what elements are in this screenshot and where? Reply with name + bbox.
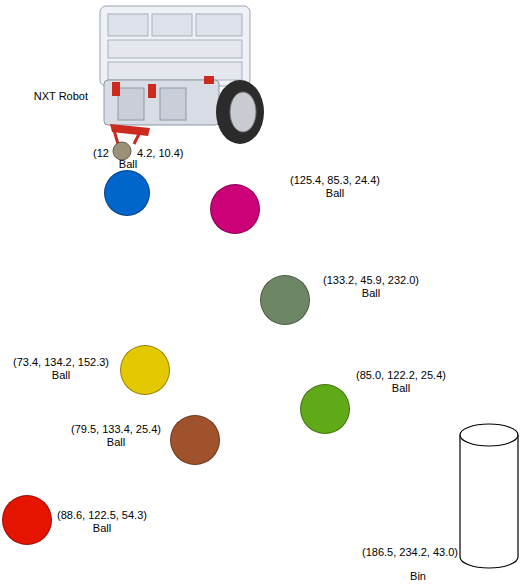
object-name: Ball (326, 187, 344, 200)
coordinate-label: (186.5, 234.2, 43.0) (362, 546, 458, 559)
ball-circle: (79.5, 133.4, 25.4)Ball (170, 415, 220, 465)
ball-circle: (133.2, 45.9, 232.0)Ball (260, 275, 310, 325)
coordinate-label: (85.0, 122.2, 25.4) (356, 369, 446, 382)
coordinate-label: (125.4, 85.3, 24.4) (290, 174, 380, 187)
nxt-robot (100, 6, 264, 160)
coordinate-label: (79.5, 133.4, 25.4) (71, 423, 161, 436)
ball-circle: (85.0, 122.2, 25.4)Ball (300, 384, 350, 434)
object-name: Bin (410, 570, 426, 583)
ball-circle: (125.4, 85.3, 24.4)Ball (210, 184, 260, 234)
object-name: Ball (362, 287, 380, 300)
coordinate-label: (133.2, 45.9, 232.0) (323, 274, 419, 287)
ball-circle: (73.4, 134.2, 152.3)Ball (120, 345, 170, 395)
coordinate-label: (73.4, 134.2, 152.3) (13, 356, 109, 369)
ball-circle: (124.2, 10.4)Ball (104, 170, 150, 216)
bin-cylinder: (186.5, 234.2, 43.0)Bin (459, 423, 519, 569)
object-name: Ball (93, 522, 111, 535)
object-name: Ball (52, 369, 70, 382)
coordinate-label: (88.6, 122.5, 54.3) (57, 509, 147, 522)
coordinate-label: 4.2, 10.4) (137, 147, 183, 160)
object-name: Ball (119, 158, 137, 171)
cylinder-outline (459, 423, 519, 569)
ball-circle: (88.6, 122.5, 54.3)Ball (2, 495, 52, 545)
robot-label: NXT Robot (34, 90, 88, 103)
object-name: Ball (392, 382, 410, 395)
object-name: Ball (107, 436, 125, 449)
coordinate-label: (12 (93, 147, 109, 160)
